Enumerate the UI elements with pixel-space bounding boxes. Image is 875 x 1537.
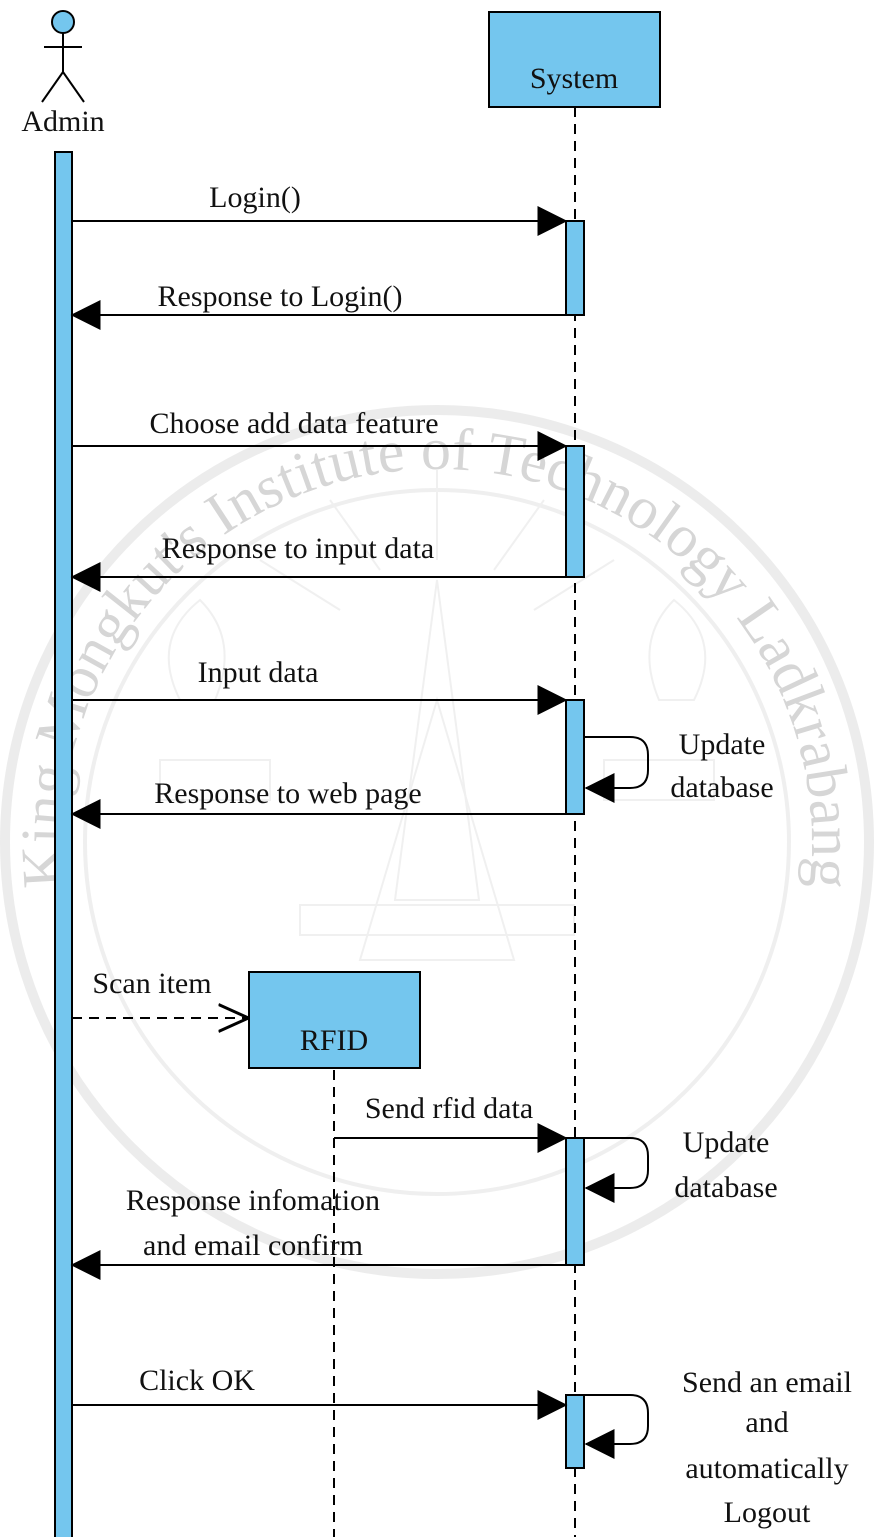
message-scan-item: Scan item	[72, 967, 247, 1018]
rfid-lifeline: RFID	[248, 971, 421, 1537]
system-activation-2	[565, 445, 585, 578]
message-send-rfid: Send rfid data	[334, 1092, 568, 1153]
message-response-login: Response to Login()	[70, 280, 566, 330]
svg-text:Response to input data: Response to input data	[162, 532, 434, 565]
system-label: System	[530, 62, 618, 95]
svg-text:Input data: Input data	[198, 656, 319, 689]
svg-text:and email confirm: and email confirm	[143, 1229, 363, 1262]
message-choose-add: Choose add data feature	[72, 407, 568, 461]
svg-text:Update: Update	[683, 1126, 770, 1159]
self-message-update-db-1: Update database	[584, 728, 774, 804]
system-activation-1	[565, 220, 585, 316]
svg-text:database: database	[670, 771, 773, 804]
system-activation-3	[565, 699, 585, 815]
self-message-update-db-2: Update database	[584, 1126, 778, 1204]
admin-label: Admin	[21, 105, 104, 138]
svg-text:Logout: Logout	[724, 1496, 811, 1529]
message-click-ok: Click OK	[72, 1364, 568, 1420]
message-input-data: Input data	[72, 656, 568, 715]
svg-text:and: and	[745, 1406, 788, 1439]
admin-activation-bar	[54, 151, 73, 1537]
svg-text:Click OK: Click OK	[139, 1364, 255, 1397]
person-icon	[41, 10, 85, 103]
svg-text:Response to Login(): Response to Login()	[158, 280, 403, 313]
system-box	[488, 11, 661, 108]
svg-text:Choose add data feature: Choose add data feature	[149, 407, 438, 440]
admin-actor: Admin	[21, 10, 105, 138]
svg-text:database: database	[674, 1171, 777, 1204]
svg-text:automatically: automatically	[685, 1452, 848, 1485]
rfid-box	[248, 971, 421, 1069]
system-activation-5	[565, 1394, 585, 1469]
message-login: Login()	[72, 181, 568, 236]
svg-text:Response infomation: Response infomation	[126, 1184, 380, 1217]
svg-text:Login(): Login()	[209, 181, 301, 214]
svg-text:Send an email: Send an email	[682, 1366, 852, 1399]
svg-text:Response to web page: Response to web page	[154, 777, 421, 810]
message-response-web: Response to web page	[70, 777, 566, 829]
message-response-input: Response to input data	[70, 532, 566, 592]
system-lifeline: System	[488, 11, 661, 1537]
message-response-info: Response infomation and email confirm	[70, 1184, 566, 1280]
svg-text:Send rfid data: Send rfid data	[365, 1092, 533, 1125]
system-activation-4	[565, 1137, 585, 1266]
self-message-send-email: Send an email and automatically Logout	[584, 1366, 852, 1529]
svg-text:Update: Update	[679, 728, 766, 761]
rfid-label: RFID	[300, 1024, 368, 1057]
svg-text:Scan item: Scan item	[92, 967, 211, 1000]
